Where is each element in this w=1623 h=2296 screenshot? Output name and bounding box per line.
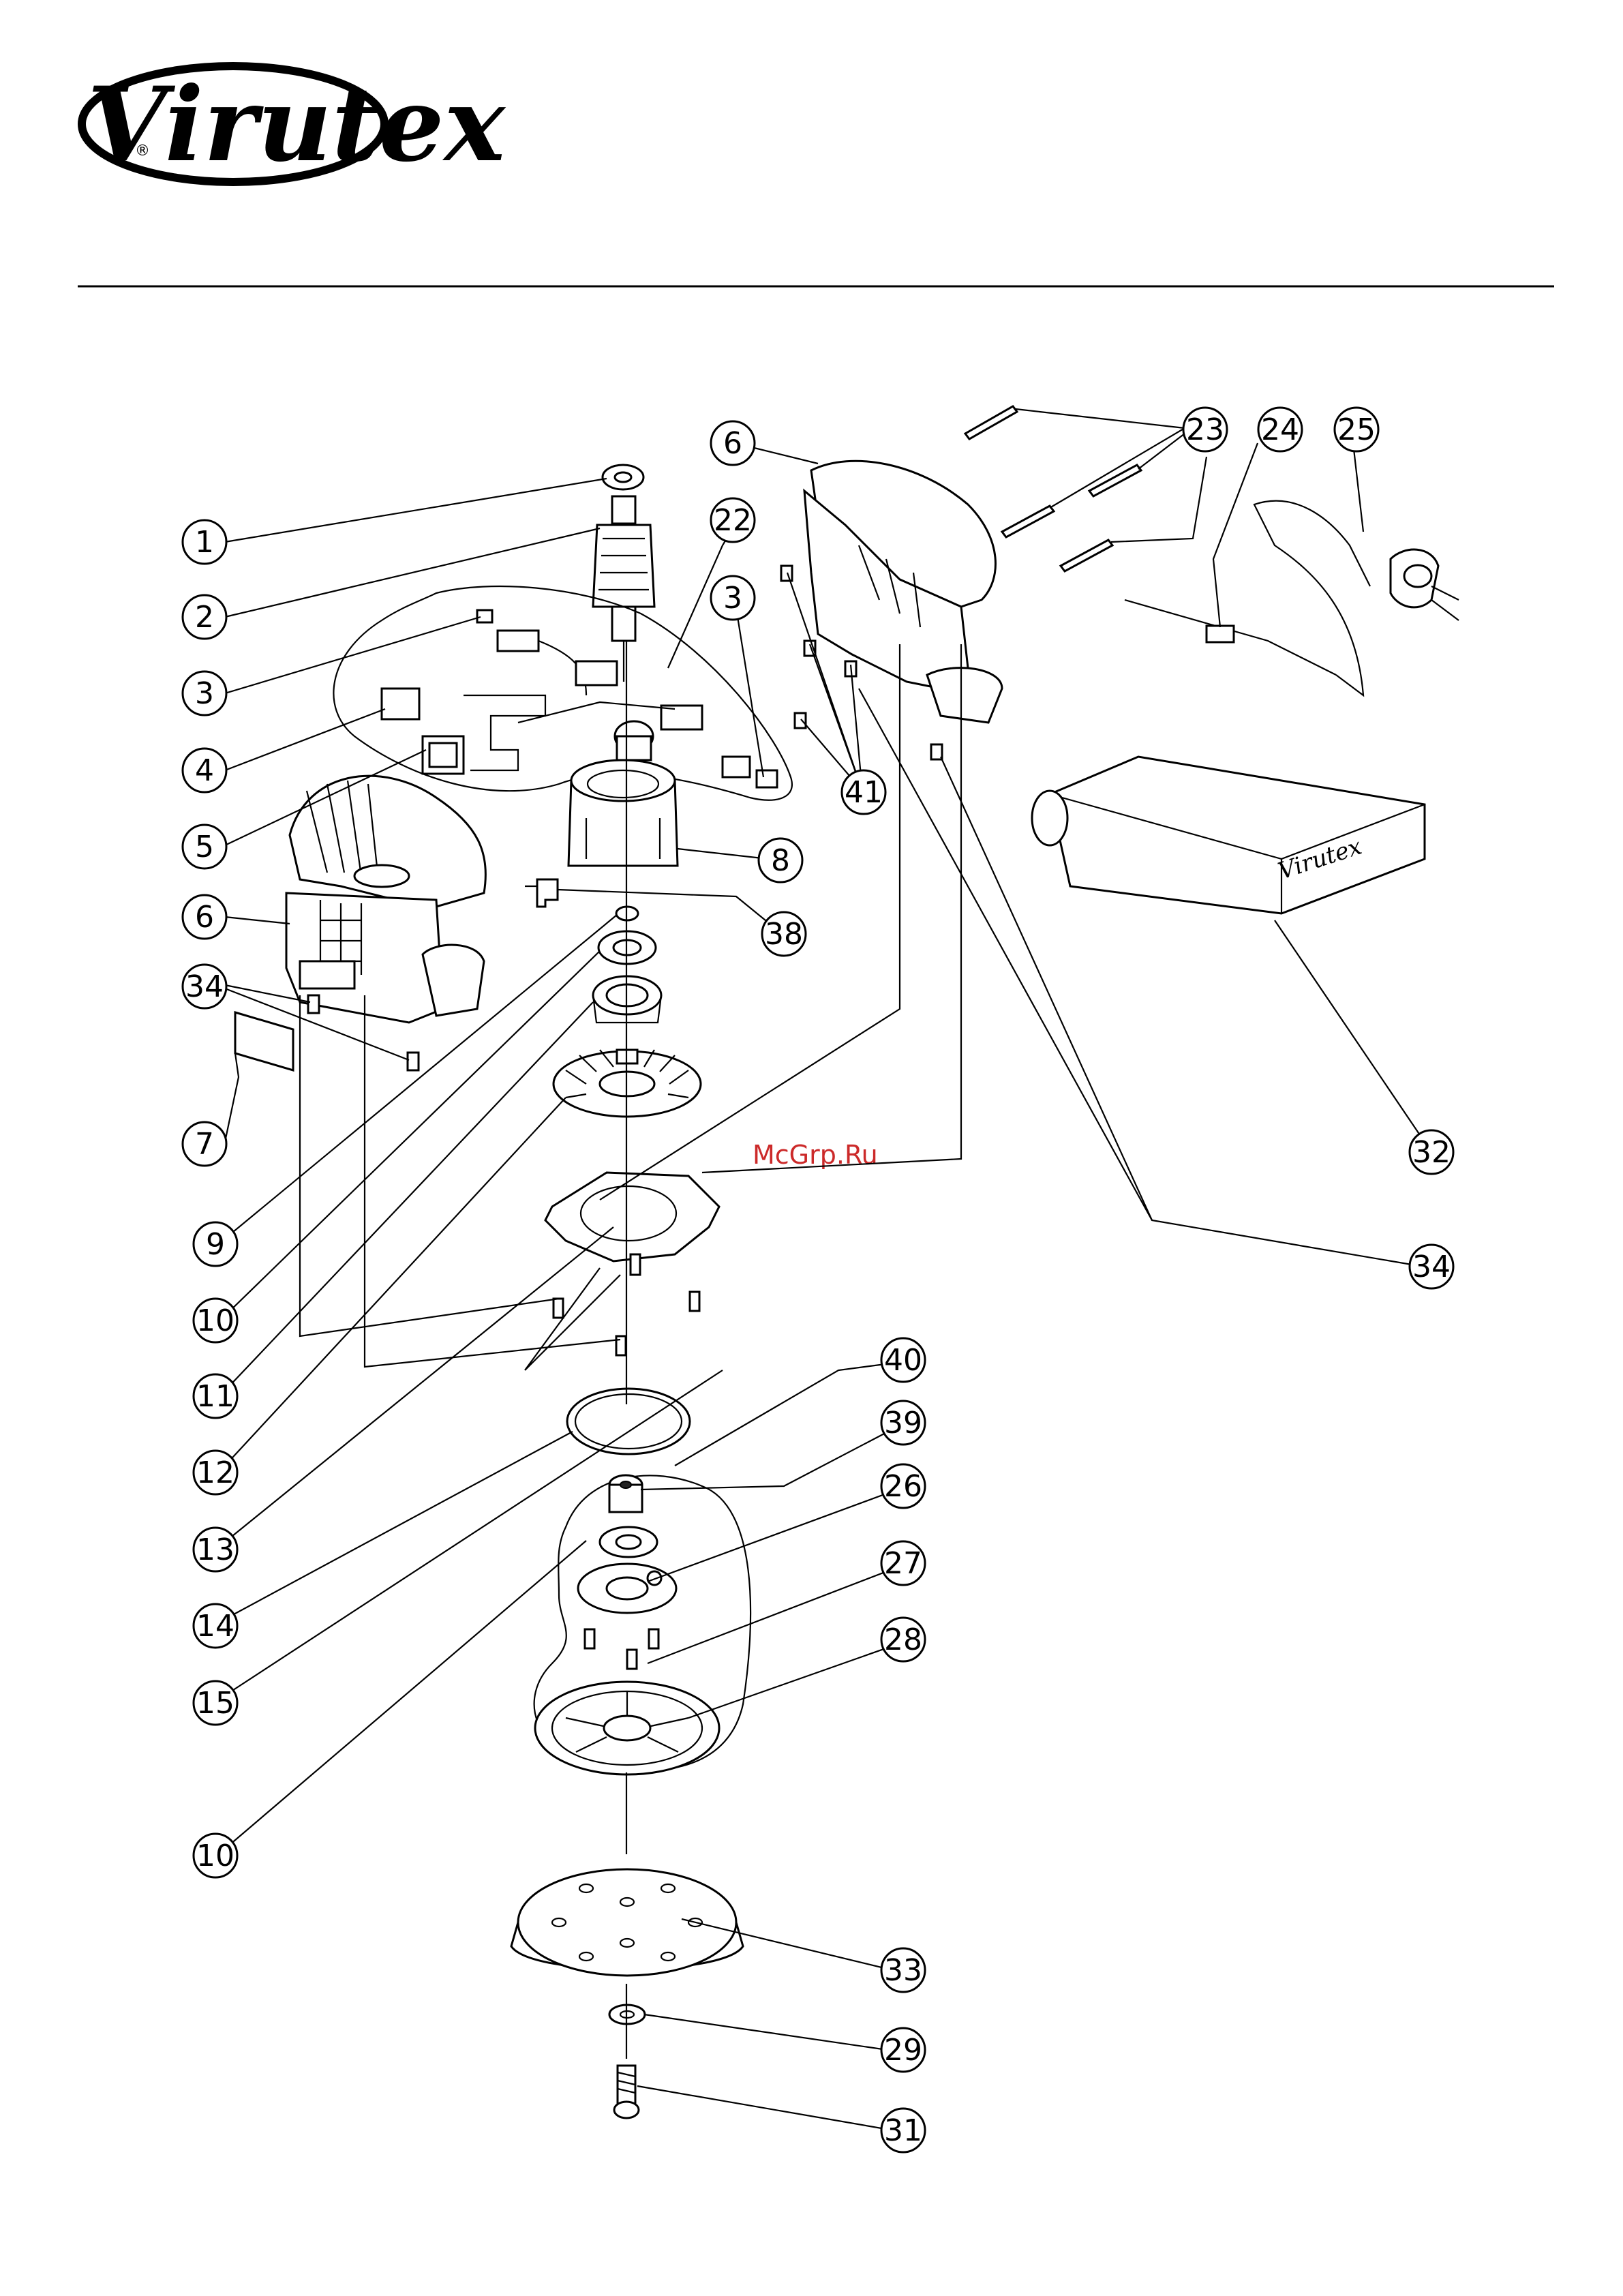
bushing-39 (609, 1475, 642, 1512)
callout-3: 3 (183, 671, 226, 715)
svg-text:6: 6 (195, 900, 214, 935)
callout-31: 31 (881, 2109, 925, 2152)
callout-13: 13 (194, 1528, 237, 1571)
callout-3b: 3 (711, 576, 755, 620)
callout-32: 32 (1410, 1130, 1453, 1174)
callout-41: 41 (842, 770, 885, 814)
svg-text:27: 27 (884, 1546, 922, 1581)
svg-text:8: 8 (771, 843, 790, 878)
eccentric-27 (578, 1564, 676, 1669)
callout-28: 28 (881, 1618, 925, 1661)
svg-text:11: 11 (196, 1379, 234, 1414)
callout-22: 22 (711, 498, 755, 542)
callout-11: 11 (194, 1374, 237, 1418)
svg-text:34: 34 (1412, 1250, 1451, 1284)
svg-text:2: 2 (195, 600, 214, 635)
callout-38: 38 (762, 912, 806, 956)
callout-33: 33 (881, 1948, 925, 1992)
svg-text:13: 13 (196, 1532, 234, 1567)
svg-text:9: 9 (206, 1227, 225, 1262)
callout-10b: 10 (194, 1834, 237, 1877)
svg-text:22: 22 (714, 503, 752, 538)
ring-14 (567, 1389, 690, 1454)
svg-text:1: 1 (195, 525, 214, 560)
callout-8: 8 (759, 839, 802, 882)
svg-text:10: 10 (196, 1303, 234, 1338)
svg-text:24: 24 (1261, 412, 1299, 447)
svg-text:6: 6 (723, 426, 742, 461)
callout-24: 24 (1258, 408, 1302, 451)
callout-9: 9 (194, 1222, 237, 1266)
sanding-pad-33 (511, 1869, 743, 1976)
callout-25: 25 (1335, 408, 1378, 451)
callouts: 1 2 3 4 5 6 34 7 9 10 11 12 13 14 15 10 … (183, 408, 1453, 2152)
svg-text:12: 12 (196, 1455, 234, 1490)
callout-1: 1 (183, 520, 226, 564)
housing-right-6 (781, 461, 1002, 759)
registered-mark: ® (135, 142, 150, 160)
callout-26: 26 (881, 1464, 925, 1508)
cable-24 (1125, 600, 1336, 675)
callout-6: 6 (183, 895, 226, 939)
svg-text:25: 25 (1337, 412, 1376, 447)
callout-34b: 34 (1410, 1245, 1453, 1288)
callout-12: 12 (194, 1451, 237, 1494)
stator (568, 760, 678, 866)
bolt-31 (614, 2066, 639, 2118)
svg-text:38: 38 (765, 917, 803, 952)
housing-left-6 (286, 776, 485, 1070)
callout-34: 34 (183, 965, 226, 1008)
svg-text:33: 33 (884, 1953, 922, 1988)
armature (593, 496, 654, 682)
svg-text:10: 10 (196, 1839, 234, 1873)
svg-text:15: 15 (196, 1686, 234, 1721)
carry-case-32: Virutex (1032, 757, 1425, 913)
watermark-text: McGrp.Ru (753, 1140, 878, 1170)
svg-text:5: 5 (195, 830, 214, 864)
bearing-top (603, 465, 643, 489)
svg-text:31: 31 (884, 2113, 922, 2148)
svg-text:23: 23 (1186, 412, 1224, 447)
callout-29: 29 (881, 2028, 925, 2072)
brake-disc-28 (535, 1682, 719, 1774)
callout-39: 39 (881, 1401, 925, 1445)
callout-4: 4 (183, 749, 226, 792)
svg-text:29: 29 (884, 2033, 922, 2068)
plug-25 (1254, 501, 1459, 695)
callout-15: 15 (194, 1681, 237, 1725)
virutex-logo: Virutex ® (82, 65, 506, 185)
callout-10: 10 (194, 1299, 237, 1342)
eccentric-assembly (534, 1475, 750, 1774)
svg-text:39: 39 (884, 1406, 922, 1440)
callout-40: 40 (881, 1338, 925, 1382)
callout-6b: 6 (711, 421, 755, 465)
svg-text:32: 32 (1412, 1135, 1451, 1170)
callout-27: 27 (881, 1541, 925, 1585)
callout-7: 7 (183, 1122, 226, 1166)
bearing-26 (600, 1527, 657, 1557)
callout-5: 5 (183, 825, 226, 868)
callout-14: 14 (194, 1604, 237, 1648)
svg-text:7: 7 (195, 1127, 214, 1162)
svg-text:3: 3 (723, 581, 742, 616)
svg-text:4: 4 (195, 753, 214, 788)
svg-text:34: 34 (185, 969, 224, 1004)
svg-text:28: 28 (884, 1622, 922, 1657)
svg-text:41: 41 (845, 775, 883, 810)
brush-holder-38 (525, 879, 558, 907)
label-7 (235, 1012, 293, 1070)
svg-text:40: 40 (884, 1343, 922, 1378)
logo-text: Virutex (87, 65, 506, 185)
leader-lines (225, 409, 1431, 2132)
parts-artwork: Virutex (235, 406, 1459, 2118)
svg-text:26: 26 (884, 1469, 922, 1504)
callout-2: 2 (183, 595, 226, 639)
svg-text:14: 14 (196, 1609, 234, 1644)
svg-text:3: 3 (195, 676, 214, 711)
callout-23: 23 (1183, 408, 1227, 451)
